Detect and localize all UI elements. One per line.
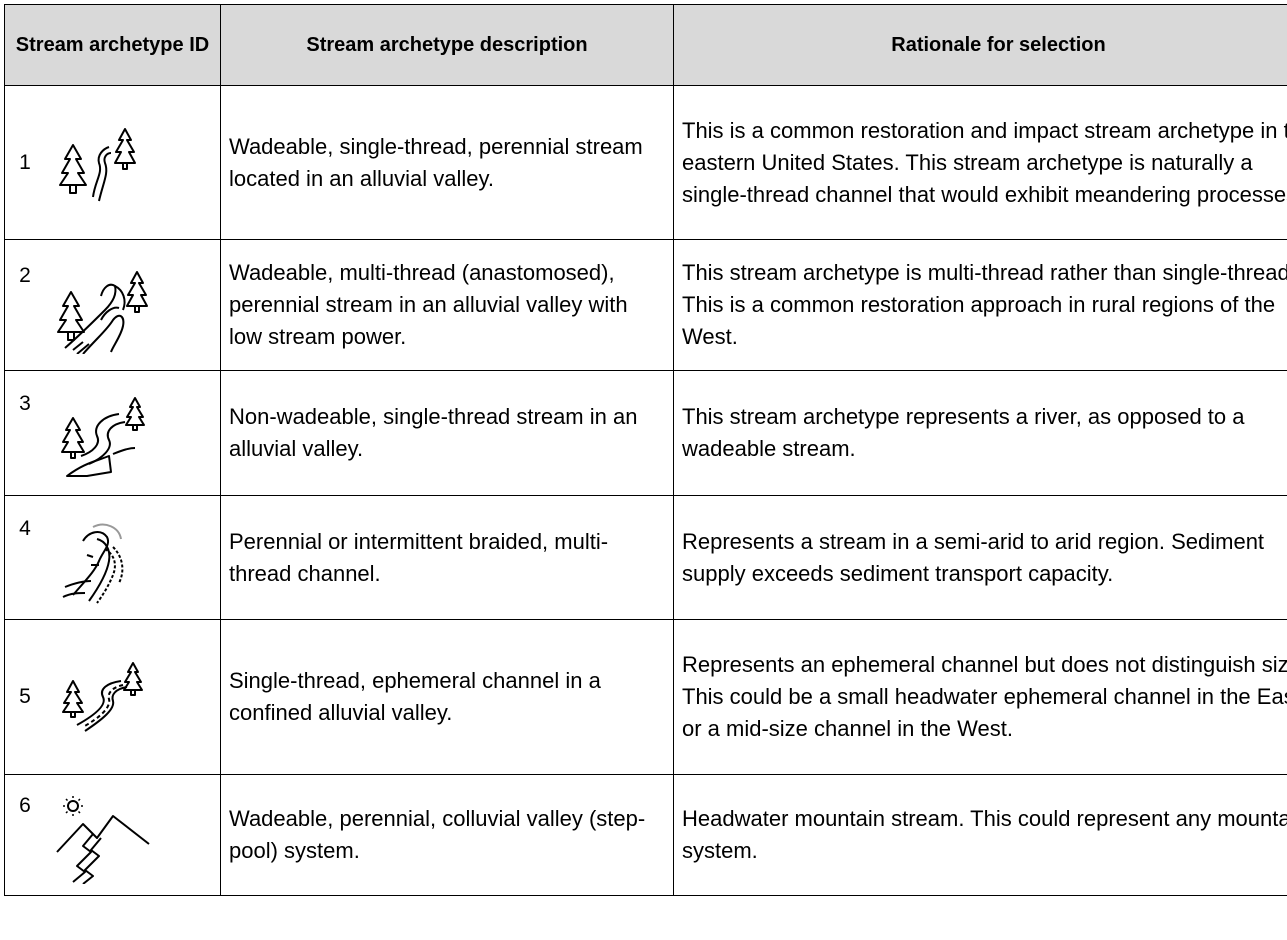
archetype-id-cell: 1 [4,85,221,240]
archetype-rationale: This stream archetype is multi-thread ra… [673,239,1287,371]
table-row: 4 Perennia [4,495,1287,620]
archetype-id-cell: 3 [4,370,221,496]
table-row: 1 Wadeable, single-thread, perennial str [4,85,1287,240]
table-row: 3 Non-wade [4,370,1287,496]
archetype-id: 4 [19,516,31,540]
archetype-description: Perennial or intermittent braided, multi… [220,495,674,620]
archetype-id: 6 [19,794,31,817]
header-description: Stream archetype description [220,4,674,86]
archetype-id: 5 [19,685,31,708]
archetype-id-cell: 4 [4,495,221,620]
stream-archetype-table: Stream archetype ID Stream archetype des… [4,4,1287,896]
archetype-rationale: This is a common restoration and impact … [673,85,1287,240]
table-row: 2 [4,239,1287,371]
archetype-id: 1 [19,150,31,174]
trees-river-boat-icon [45,392,220,482]
archetype-rationale: Represents a stream in a semi-arid to ar… [673,495,1287,620]
archetype-rationale: Represents an ephemeral channel but does… [673,619,1287,775]
trees-ephemeral-stream-icon [45,657,220,737]
archetype-rationale: This stream archetype represents a river… [673,370,1287,496]
header-rationale: Rationale for selection [673,4,1287,86]
archetype-description: Wadeable, perennial, colluvial valley (s… [220,774,674,896]
archetype-description: Single-thread, ephemeral channel in a co… [220,619,674,775]
braided-channel-icon [45,517,220,607]
table-row: 5 Single-thread, ephemera [4,619,1287,775]
table-row: 6 Wadeable, perennial, colluvial valley … [4,774,1287,896]
header-archetype-id: Stream archetype ID [4,4,221,86]
sun-mountain-stream-icon [45,794,220,884]
trees-single-stream-icon [45,123,220,203]
archetype-rationale: Headwater mountain stream. This could re… [673,774,1287,896]
archetype-id-cell: 2 [4,239,221,371]
trees-anastomosed-stream-icon [45,264,220,354]
archetype-description: Wadeable, single-thread, perennial strea… [220,85,674,240]
archetype-id-cell: 5 [4,619,221,775]
archetype-id-cell: 6 [4,774,221,896]
header-row: Stream archetype ID Stream archetype des… [4,4,1287,86]
archetype-id: 3 [19,392,31,415]
archetype-description: Non-wadeable, single-thread stream in an… [220,370,674,496]
archetype-id: 2 [19,264,31,287]
archetype-description: Wadeable, multi-thread (anastomosed), pe… [220,239,674,371]
